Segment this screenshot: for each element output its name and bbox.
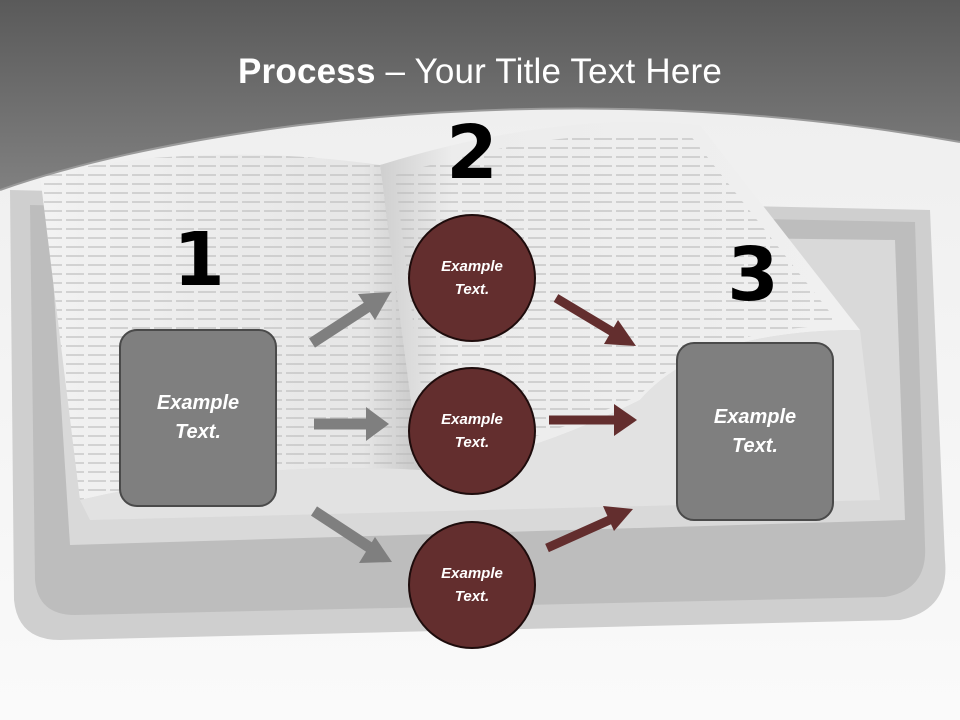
step-number-3: 3 xyxy=(727,232,779,318)
circle-bottom: Example Text. xyxy=(408,521,536,649)
arrow-to-top-circle xyxy=(309,292,391,348)
circle-top: Example Text. xyxy=(408,214,536,342)
circle-middle: Example Text. xyxy=(408,367,536,495)
circle-bottom-label: Example Text. xyxy=(441,564,503,605)
arrow-middle-circle-to-box xyxy=(549,404,637,436)
arrow-bottom-circle-to-box xyxy=(545,506,633,553)
start-box: Example Text. xyxy=(119,329,277,507)
title-bold: Process xyxy=(238,52,376,91)
title-rest: Your Title Text Here xyxy=(414,52,722,91)
arrow-to-bottom-circle xyxy=(310,506,392,563)
arrow-to-middle-circle xyxy=(314,407,389,441)
title-dash: – xyxy=(375,52,415,91)
step-number-1: 1 xyxy=(173,217,225,303)
circle-middle-label: Example Text. xyxy=(441,410,503,451)
step-number-2: 2 xyxy=(446,110,498,196)
arrow-top-circle-to-box xyxy=(553,294,636,346)
circle-top-label: Example Text. xyxy=(441,257,503,298)
start-box-label: Example Text. xyxy=(156,392,240,443)
slide-title: Process – Your Title Text Here xyxy=(0,52,960,92)
end-box-label: Example Text. xyxy=(713,405,797,457)
end-box: Example Text. xyxy=(676,342,834,521)
